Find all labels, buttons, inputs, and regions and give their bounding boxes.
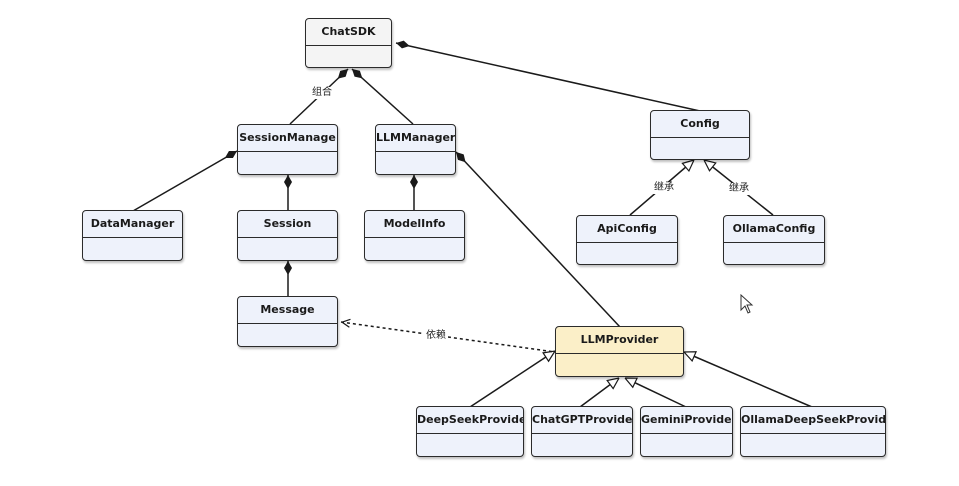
composition-chatsdk-config: [395, 40, 701, 112]
class-ollamaconfig[interactable]: OllamaConfig: [723, 215, 825, 265]
class-llmprovider[interactable]: LLMProvider: [555, 326, 684, 377]
composition-llmmanager-llmprovider: [455, 151, 621, 328]
class-name: OllamaDeepSeekProvider: [741, 407, 885, 434]
inheritance-deepseek-llmprovider: [469, 351, 555, 408]
inheritance-chatgpt-llmprovider: [579, 378, 619, 408]
class-name: Message: [238, 297, 337, 324]
inheritance-ollamadeepseek-llmprovider: [684, 352, 813, 408]
class-name: ChatGPTProvider: [532, 407, 632, 434]
composition-label: 组合: [310, 87, 334, 99]
class-deepseekprovider[interactable]: DeepSeekProvider: [416, 406, 524, 457]
mouse-cursor-icon: [740, 294, 754, 314]
class-name: LLMManager: [376, 125, 455, 152]
composition-sessionmanage-datamanager: [132, 150, 238, 212]
class-name: DeepSeekProvider: [417, 407, 523, 434]
dependency-llmprovider-message: [341, 322, 556, 353]
composition-chatsdk-llmmanager: [351, 68, 414, 125]
class-name: Session: [238, 211, 337, 238]
inheritance-label-ollama: 继承: [727, 183, 751, 195]
class-name: Config: [651, 111, 749, 138]
class-sessionmanage[interactable]: SessionManage: [237, 124, 338, 175]
class-name: GeminiProvider: [641, 407, 732, 434]
class-chatsdk[interactable]: ChatSDK: [305, 18, 392, 68]
class-modelinfo[interactable]: ModelInfo: [364, 210, 465, 261]
class-name: ModelInfo: [365, 211, 464, 238]
class-name: OllamaConfig: [724, 216, 824, 243]
class-config[interactable]: Config: [650, 110, 750, 160]
class-message[interactable]: Message: [237, 296, 338, 347]
class-llmmanager[interactable]: LLMManager: [375, 124, 456, 175]
class-name: ApiConfig: [577, 216, 677, 243]
class-name: DataManager: [83, 211, 182, 238]
class-name: SessionManage: [238, 125, 337, 152]
class-datamanager[interactable]: DataManager: [82, 210, 183, 261]
inheritance-label-api: 继承: [652, 182, 676, 194]
dependency-label: 依赖: [424, 330, 448, 342]
class-apiconfig[interactable]: ApiConfig: [576, 215, 678, 265]
class-name: LLMProvider: [556, 327, 683, 354]
class-geminiprovider[interactable]: GeminiProvider: [640, 406, 733, 457]
class-session[interactable]: Session: [237, 210, 338, 261]
class-ollamadeepseekprovider[interactable]: OllamaDeepSeekProvider: [740, 406, 886, 457]
class-name: ChatSDK: [306, 19, 391, 46]
inheritance-gemini-llmprovider: [625, 377, 687, 408]
class-chatgptprovider[interactable]: ChatGPTProvider: [531, 406, 633, 457]
